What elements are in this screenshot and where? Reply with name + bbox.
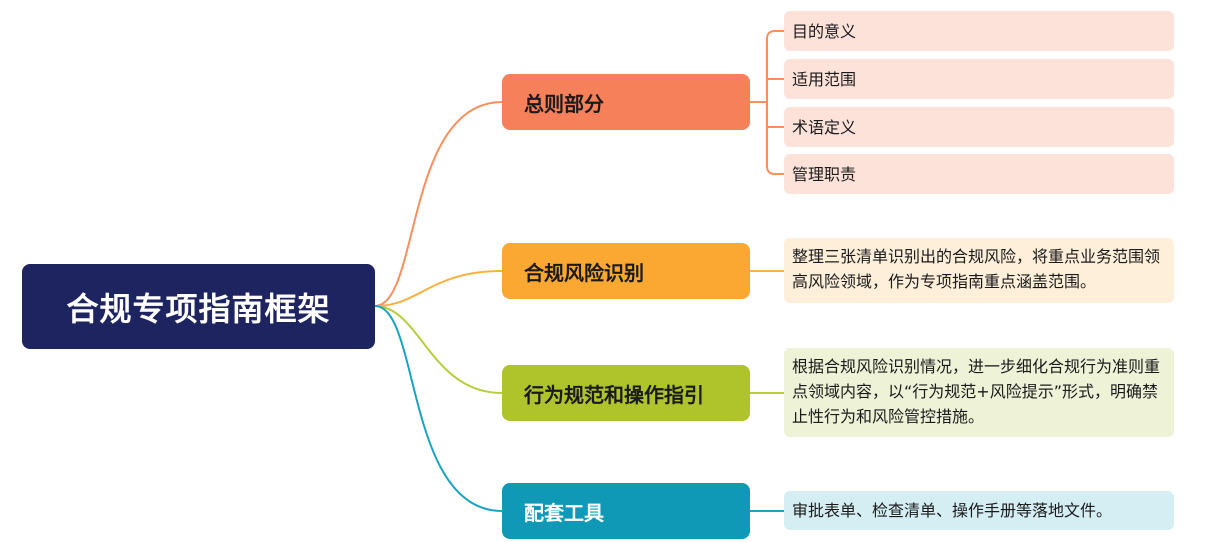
- leaf-node-conduct-guidance-text: 根据合规风险识别情况，进一步细化合规行为准则重点领域内容，以“行为规范+风险提示…: [784, 348, 1174, 437]
- connector-root-branch-3: [374, 305, 503, 512]
- branch-node-risk-identification: 合规风险识别: [502, 243, 750, 299]
- leaf-node-scope: 适用范围: [784, 59, 1174, 99]
- connector-branch-0-leaves: [766, 30, 784, 175]
- branch-node-supporting-tools: 配套工具: [502, 483, 750, 539]
- branch-node-general-principles: 总则部分: [502, 74, 750, 130]
- branch-node-conduct-guidance: 行为规范和操作指引: [502, 365, 750, 421]
- leaf-node-risk-identification-text: 整理三张清单识别出的合规风险，将重点业务范围领高风险领域，作为专项指南重点涵盖范…: [784, 238, 1174, 303]
- leaf-node-supporting-tools-text: 审批表单、检查清单、操作手册等落地文件。: [784, 491, 1174, 530]
- leaf-node-responsibilities: 管理职责: [784, 154, 1174, 194]
- connector-root-branch-2: [374, 305, 503, 394]
- connector-root-branch-1: [374, 270, 503, 307]
- connector-root-branch-0: [374, 101, 503, 307]
- leaf-node-definitions: 术语定义: [784, 107, 1174, 147]
- leaf-node-purpose: 目的意义: [784, 11, 1174, 51]
- root-node: 合规专项指南框架: [22, 264, 375, 349]
